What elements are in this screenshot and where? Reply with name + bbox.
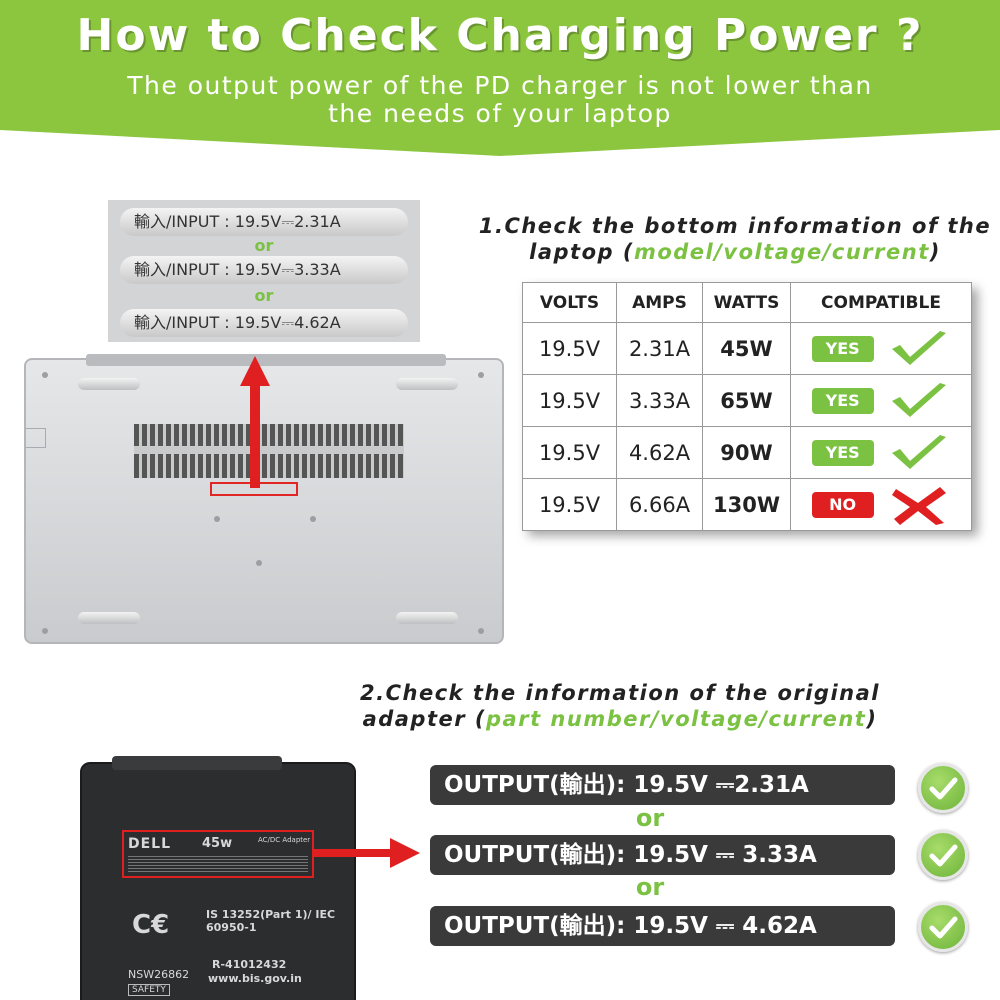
screw	[478, 372, 484, 378]
cell-amps: 2.31A	[616, 322, 703, 375]
laptop-foot	[78, 378, 140, 390]
section2-heading-close: )	[866, 707, 878, 731]
adapter-image: DELL 45w AC/DC Adapter C€ IS 13252(Part …	[80, 756, 356, 1000]
adapter-model: NSW26862	[128, 968, 190, 981]
screw	[478, 628, 484, 634]
input-spec-3: 輸入/INPUT : 19.5V⎓4.62A	[120, 309, 408, 337]
section2-heading-highlight: part number/voltage/current	[486, 707, 867, 731]
cell-compatible: YES	[790, 374, 972, 427]
adapter-rating: 45w	[202, 836, 233, 851]
section1-heading-close: )	[929, 240, 941, 264]
cell-volts: 19.5V	[522, 322, 617, 375]
section2-heading-text: 2.Check the information of the original …	[360, 681, 880, 731]
cross-icon	[892, 486, 947, 525]
yes-badge: YES	[811, 387, 874, 414]
no-badge: NO	[811, 491, 874, 518]
or-separator: or	[254, 286, 274, 305]
vent-divider	[134, 446, 404, 454]
laptop-label-sticker: 輸入/INPUT : 19.5V⎓2.31A or 輸入/INPUT : 19.…	[108, 200, 420, 342]
arrow-up-icon	[240, 356, 270, 488]
header-banner: How to Check Charging Power ? The output…	[0, 0, 1000, 160]
cell-volts: 19.5V	[522, 374, 617, 427]
cell-amps: 4.62A	[616, 426, 703, 479]
yes-badge: YES	[811, 439, 874, 466]
page-subtitle: The output power of the PD charger is no…	[127, 71, 873, 128]
section1-heading: 1.Check the bottom information of the la…	[470, 213, 1000, 265]
or-separator: or	[254, 236, 274, 255]
header-background	[0, 0, 1000, 156]
or-separator: or	[635, 804, 665, 832]
adapter-edge	[112, 756, 282, 770]
table-row: 19.5V 4.62A 90W YES	[522, 426, 972, 479]
cell-compatible: YES	[790, 426, 972, 479]
laptop-foot	[396, 612, 458, 624]
cell-volts: 19.5V	[522, 478, 617, 531]
checkmark-icon	[892, 434, 947, 469]
column-header-watts: WATTS	[702, 282, 791, 323]
page-title: How to Check Charging Power ?	[76, 10, 924, 61]
cell-watts: 130W	[702, 478, 791, 531]
laptop-side-tab	[26, 428, 46, 448]
table-row: 19.5V 3.33A 65W YES	[522, 374, 972, 427]
ce-mark: C€	[132, 910, 170, 940]
table-row: 19.5V 6.66A 130W NO	[522, 478, 972, 531]
screw	[310, 516, 316, 522]
laptop-foot	[78, 612, 140, 624]
compatibility-table: VOLTS AMPS WATTS COMPATIBLE 19.5V 2.31A …	[522, 282, 972, 531]
screw	[214, 516, 220, 522]
adapter-fine-print	[128, 856, 308, 872]
screw	[42, 372, 48, 378]
table-header-row: VOLTS AMPS WATTS COMPATIBLE	[522, 282, 972, 323]
output-spec-2: OUTPUT(輸出): 19.5V ⎓ 3.33A	[430, 835, 895, 875]
table-row: 19.5V 2.31A 45W YES	[522, 322, 972, 375]
check-circle-icon	[918, 830, 968, 880]
laptop-hinge	[86, 354, 446, 366]
input-spec-1: 輸入/INPUT : 19.5V⎓2.31A	[120, 208, 408, 236]
section2-heading: 2.Check the information of the original …	[310, 680, 930, 732]
section1-heading-text: 1.Check the bottom information of the la…	[478, 214, 992, 264]
cell-amps: 6.66A	[616, 478, 703, 531]
adapter-registration: R-41012432	[212, 958, 287, 971]
laptop-foot	[396, 378, 458, 390]
cell-compatible: YES	[790, 322, 972, 375]
adapter-type: AC/DC Adapter	[258, 836, 311, 844]
input-spec-2: 輸入/INPUT : 19.5V⎓3.33A	[120, 256, 408, 284]
cell-watts: 90W	[702, 426, 791, 479]
safety-mark: SAFETY	[128, 984, 170, 996]
cell-amps: 3.33A	[616, 374, 703, 427]
column-header-volts: VOLTS	[522, 282, 617, 323]
laptop-bottom-image	[24, 354, 504, 644]
screw	[256, 560, 262, 566]
yes-badge: YES	[811, 335, 874, 362]
checkmark-icon	[892, 382, 947, 417]
checkmark-icon	[892, 330, 947, 365]
cell-volts: 19.5V	[522, 426, 617, 479]
arrow-right-icon	[312, 838, 420, 868]
screw	[42, 628, 48, 634]
cell-watts: 45W	[702, 322, 791, 375]
adapter-certification: IS 13252(Part 1)/ IEC 60950-1	[206, 908, 336, 934]
adapter-website: www.bis.gov.in	[208, 972, 302, 985]
cell-watts: 65W	[702, 374, 791, 427]
section1-heading-highlight: model/voltage/current	[633, 240, 930, 264]
column-header-compatible: COMPATIBLE	[790, 282, 972, 323]
cell-compatible: NO	[790, 478, 972, 531]
or-separator: or	[635, 873, 665, 901]
output-spec-3: OUTPUT(輸出): 19.5V ⎓ 4.62A	[430, 906, 895, 946]
adapter-brand: DELL	[128, 836, 172, 852]
output-spec-1: OUTPUT(輸出): 19.5V ⎓2.31A	[430, 765, 895, 805]
check-circle-icon	[918, 763, 968, 813]
column-header-amps: AMPS	[616, 282, 703, 323]
check-circle-icon	[918, 902, 968, 952]
